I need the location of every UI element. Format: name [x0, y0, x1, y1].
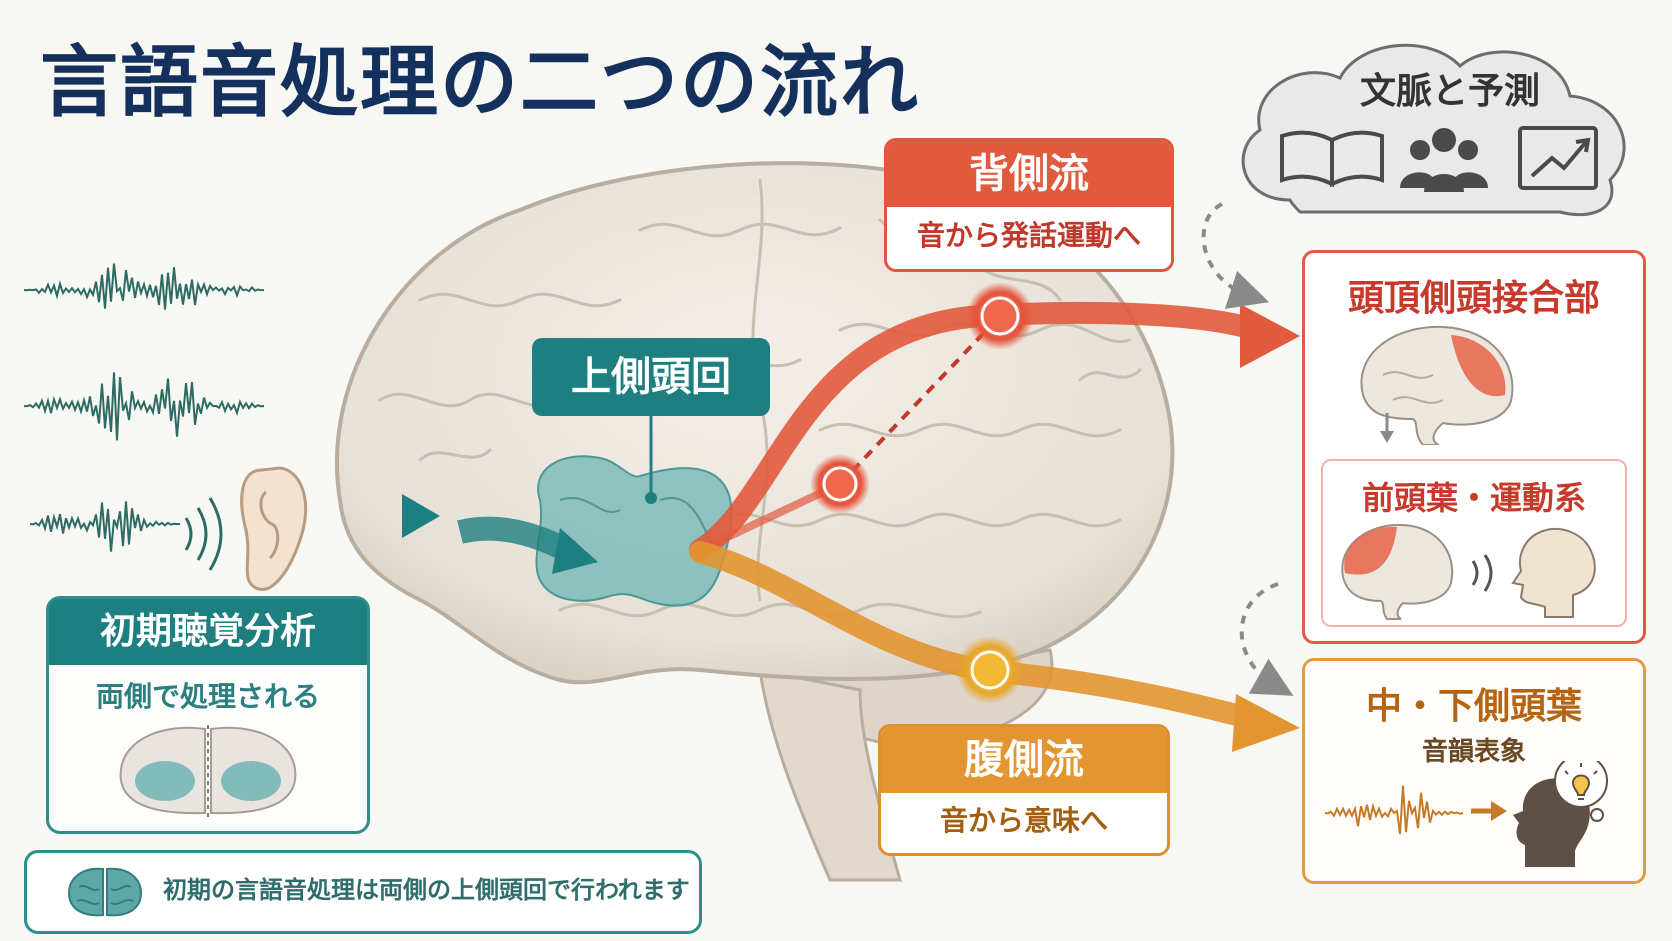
ventral-stream-title: 腹側流	[881, 727, 1167, 793]
sound-wave-icon	[23, 263, 265, 310]
page-title: 言語音処理の二つの流れ	[40, 38, 921, 128]
sound-emission-icon	[1471, 554, 1493, 592]
trend-chart-icon	[1518, 126, 1598, 190]
context-cloud	[1241, 43, 1626, 217]
brain-parietal-highlight-icon	[1360, 325, 1514, 445]
ventral-stream-path	[689, 541, 1300, 752]
middle-inferior-temporal-box: 中・下側頭葉 音韻表象	[1302, 658, 1646, 884]
temporoparietal-junction-box: 頭頂側頭接合部 前頭葉・運動系	[1302, 250, 1646, 644]
lightbulb-icon	[1564, 763, 1598, 800]
thinking-head-icon	[1513, 761, 1608, 867]
sound-emission-icon	[184, 497, 223, 571]
sound-wave-icon	[29, 501, 181, 552]
phonological-representation-label: 音韻表象	[1421, 737, 1526, 767]
summary-note-text: 初期の言語音処理は両側の上側頭回で行われます	[163, 876, 690, 904]
early-auditory-analysis-box: 初期聴覚分析 両側で処理される	[46, 596, 370, 834]
context-cloud-title: 文脈と予測	[1359, 71, 1540, 112]
frontal-speech-illustration	[1341, 523, 1596, 620]
bilateral-brain-icon	[119, 725, 297, 817]
ventral-stream-box: 腹側流 音から意味へ	[878, 724, 1170, 856]
bilateral-brain-icon	[67, 867, 143, 917]
middle-inferior-temporal-title: 中・下側頭葉	[1365, 686, 1582, 727]
ear-icon	[240, 466, 308, 591]
brain-frontal-highlight-icon	[1341, 523, 1454, 620]
auditory-input-arrows	[330, 494, 598, 574]
dorsal-arrowhead	[1240, 304, 1300, 368]
dorsal-stream-title: 背側流	[887, 141, 1171, 207]
frontal-to-temporal-connector	[1239, 582, 1294, 696]
early-auditory-subtitle: 両側で処理される	[95, 680, 320, 713]
superior-temporal-gyrus-label: 上側頭回	[532, 338, 770, 416]
people-icon	[1400, 128, 1488, 192]
ventral-arrowhead	[1232, 694, 1300, 752]
dorsal-stream-subtitle: 音から発話運動へ	[916, 219, 1141, 252]
dorsal-stream-path	[689, 282, 1300, 561]
sound-wave-icons	[23, 263, 265, 552]
summary-note-box: 初期の言語音処理は両側の上側頭回で行われます	[24, 850, 702, 934]
frontal-motor-title: 前頭葉・運動系	[1361, 479, 1586, 517]
temporoparietal-title: 頭頂側頭接合部	[1347, 278, 1600, 319]
book-icon	[1280, 130, 1384, 188]
superior-temporal-gyrus-highlight	[535, 455, 733, 607]
right-arrow-icon	[1471, 801, 1507, 821]
early-auditory-title: 初期聴覚分析	[49, 599, 367, 665]
ventral-stream-subtitle: 音から意味へ	[939, 804, 1108, 837]
sound-wave-icon	[1324, 785, 1464, 835]
sound-wave-icon	[23, 372, 265, 441]
frontal-motor-box: 前頭葉・運動系	[1321, 459, 1627, 627]
stg-pointer-dot	[645, 492, 657, 504]
context-to-tpj-connector	[1201, 202, 1270, 309]
dorsal-stream-box: 背側流 音から発話運動へ	[884, 138, 1174, 272]
down-arrow-icon	[1380, 413, 1394, 443]
speaking-head-icon	[1511, 528, 1596, 618]
meaning-illustration	[1324, 761, 1608, 867]
